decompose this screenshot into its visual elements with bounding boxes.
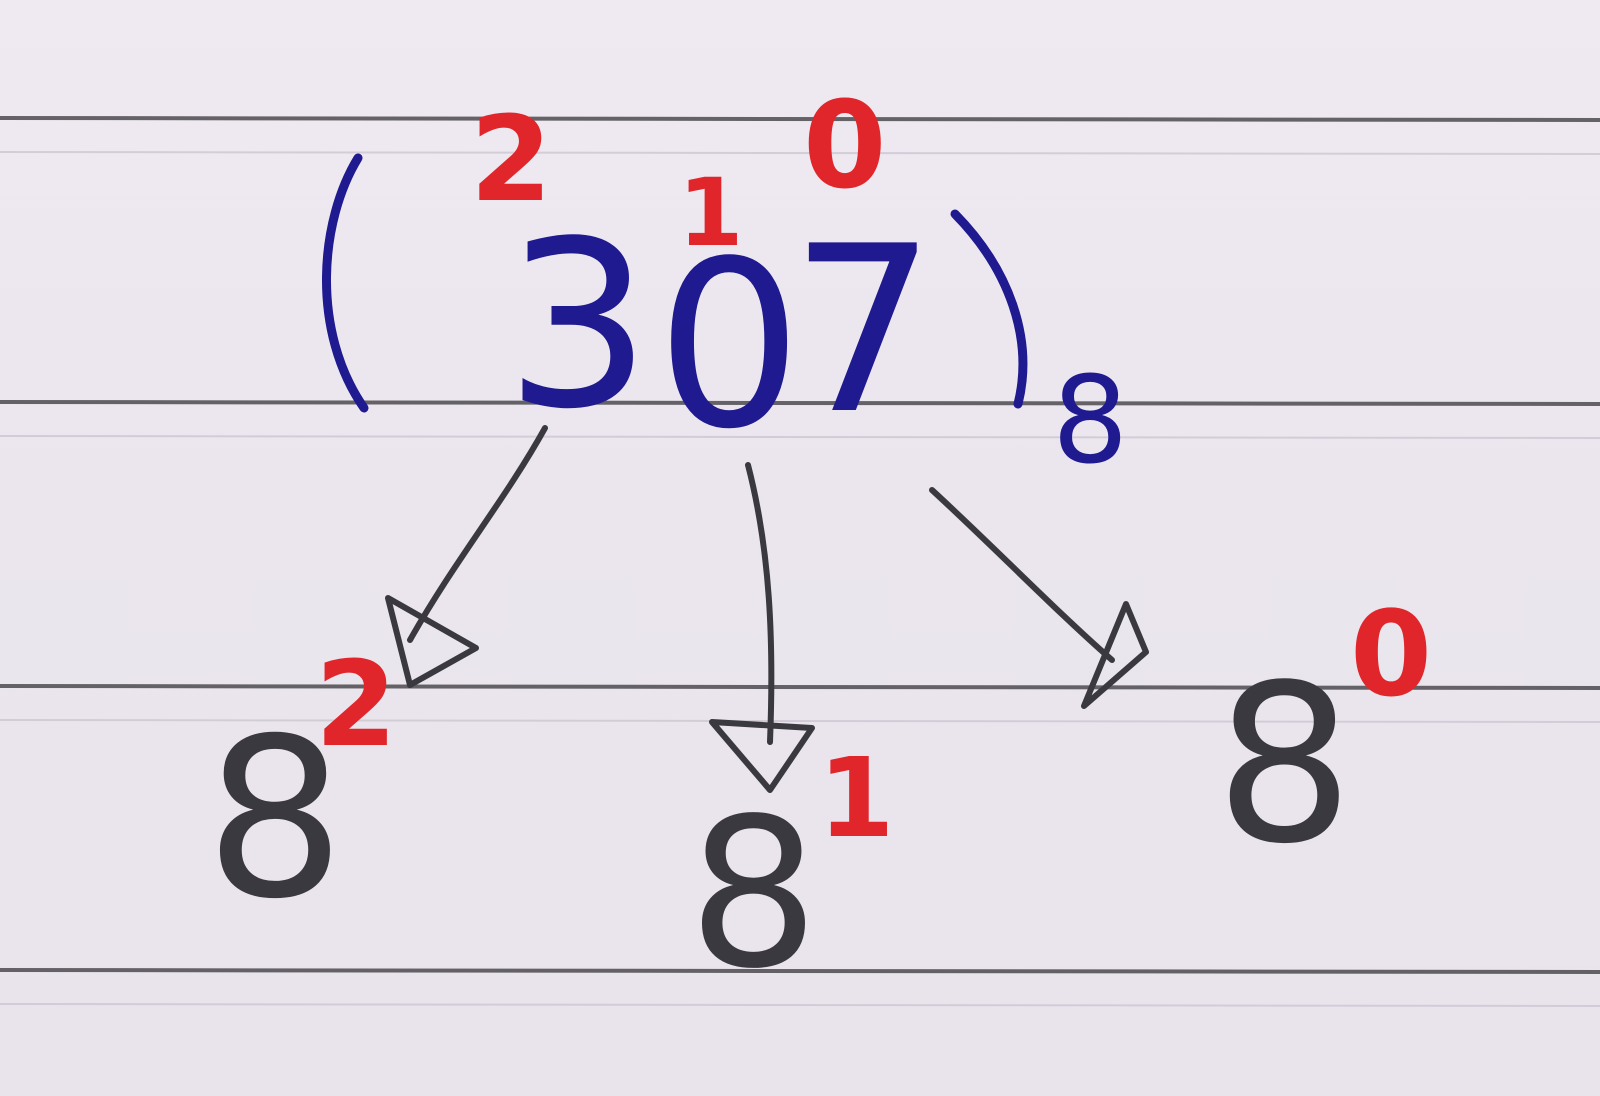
arrow-head (709, 719, 815, 793)
power-1-base: 8 (688, 774, 819, 1014)
close-parenthesis (950, 209, 1028, 409)
arrow-right (929, 487, 1149, 709)
arrow-shaft (407, 425, 548, 643)
power-2-exponent: 2 (315, 635, 397, 773)
ruled-lines (0, 116, 1600, 1007)
digit-7: 7 (790, 198, 936, 465)
ruled-line (0, 116, 1600, 122)
arrow-middle (709, 462, 815, 793)
arrow-head (1081, 601, 1149, 709)
power-0-base: 8 (1215, 639, 1354, 892)
power-1-exponent: 1 (818, 734, 895, 862)
ruled-line (0, 684, 1600, 690)
digit-3: 3 (505, 193, 651, 460)
power-0-exponent: 0 (1350, 585, 1432, 723)
ruled-line-faint (0, 151, 1600, 155)
arrow-shaft (745, 462, 775, 745)
arrow-left (385, 425, 548, 688)
arrow-head (385, 595, 479, 688)
ruled-line-faint (0, 1003, 1600, 1007)
base-subscript: 8 (1052, 352, 1128, 491)
ruled-line (0, 968, 1600, 974)
ruled-line-faint (0, 719, 1600, 723)
position-label-1: 1 (678, 159, 743, 268)
position-label-2: 2 (470, 90, 552, 228)
power-2-base: 8 (205, 691, 345, 947)
ruled-line (0, 400, 1600, 406)
arrow-shaft (929, 487, 1115, 663)
position-label-0: 0 (803, 77, 887, 216)
digit-0: 0 (656, 213, 802, 480)
open-parenthesis (322, 153, 369, 413)
ruled-line-faint (0, 435, 1600, 439)
